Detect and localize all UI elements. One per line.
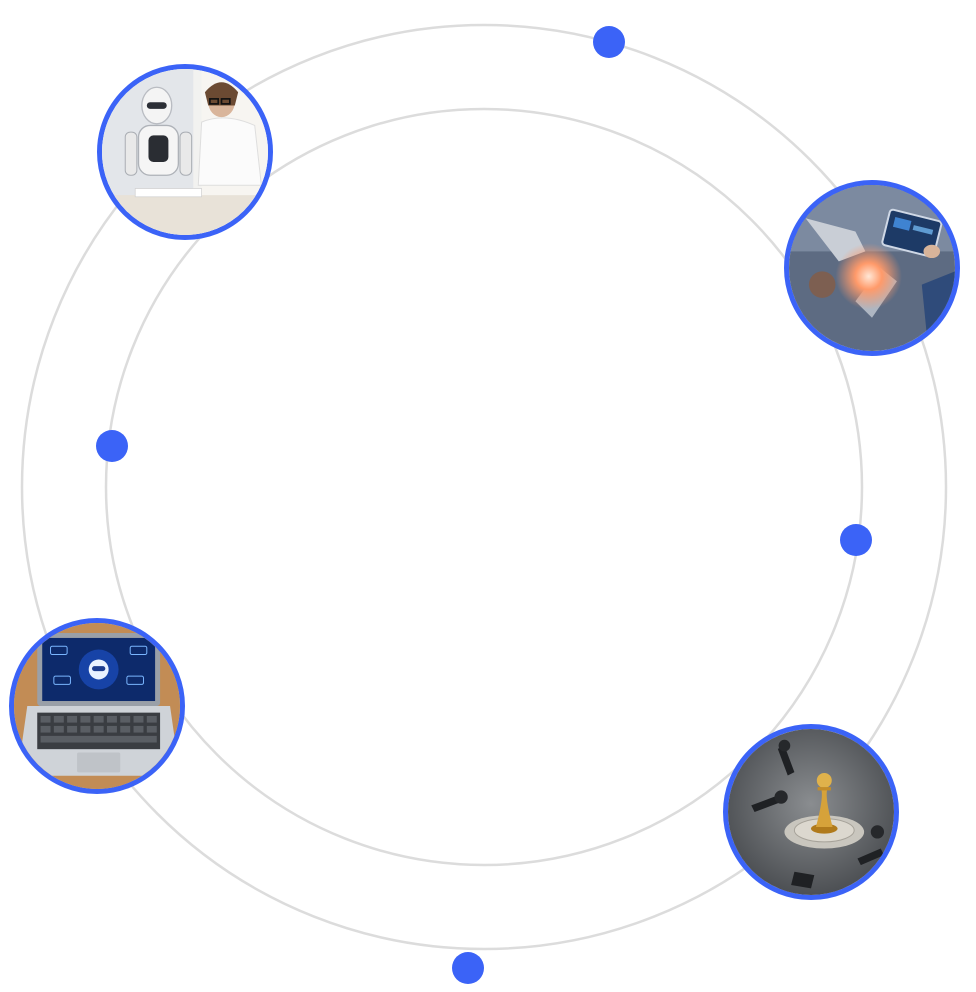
orbit-dot-top [593, 26, 625, 58]
orbit-dot-left [96, 430, 128, 462]
laptop-with-chatbot-screen-photo [9, 618, 185, 794]
inner-orbit-ring [104, 107, 864, 867]
orbit-dot-right [840, 524, 872, 556]
orbit-dot-bottom [452, 952, 484, 984]
golden-chess-pawn-on-board-photo [723, 724, 899, 900]
robot-and-woman-at-desk-photo [97, 64, 273, 240]
industrial-robot-arm-with-tablet-photo [784, 180, 960, 356]
outer-orbit-ring [20, 23, 948, 951]
